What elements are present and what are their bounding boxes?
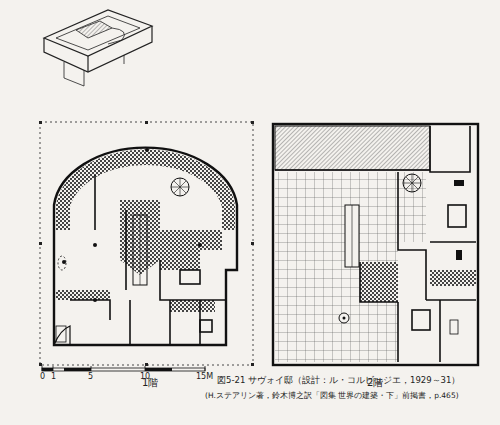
source-note: (H.ステアリン著，鈴木博之訳「図集 世界の建築・下」前掲書，p.465) xyxy=(205,392,459,400)
second-floor-plan xyxy=(273,124,478,365)
floor-label: 2階 xyxy=(367,377,383,388)
scale-number: 5 xyxy=(88,373,93,382)
axonometric-sketch xyxy=(44,10,152,86)
figure-caption: 図5-21 サヴォイ邸（設計：ル・コルビュジエ，1929～31） xyxy=(217,376,460,385)
scale-number: 15M xyxy=(196,373,213,382)
scale-number: 0 xyxy=(40,373,45,382)
scale-number: 10 xyxy=(140,373,150,382)
first-floor-plan xyxy=(39,121,254,366)
scale-bar xyxy=(42,366,205,371)
scale-number: 1 xyxy=(51,373,56,382)
